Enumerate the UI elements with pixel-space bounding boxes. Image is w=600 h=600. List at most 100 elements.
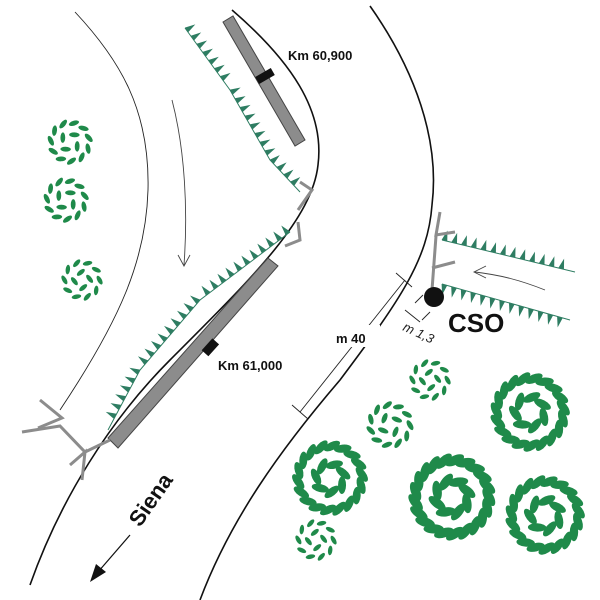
flow-arrow-left bbox=[171, 99, 187, 266]
hatch-tooth bbox=[201, 285, 211, 296]
bush-icon bbox=[43, 177, 89, 223]
cso-label: CSO bbox=[448, 308, 504, 338]
hatch-tooth bbox=[537, 311, 544, 323]
river-flow-arrowhead bbox=[90, 564, 106, 582]
cso-outlet-icon bbox=[424, 287, 444, 307]
hatch-tooth bbox=[499, 300, 505, 312]
hatch-tooth bbox=[557, 316, 563, 328]
hatch-tooth bbox=[460, 289, 467, 301]
bush-icon bbox=[408, 453, 496, 541]
hatch-tooth bbox=[217, 273, 227, 284]
hatch-line bbox=[441, 239, 576, 273]
hatch-tooth bbox=[129, 367, 141, 375]
hatch-tooth bbox=[273, 231, 283, 242]
hatch-tooth bbox=[508, 302, 515, 314]
km-marker-upper bbox=[255, 68, 275, 84]
hatch-tooth bbox=[528, 308, 534, 320]
hatch-tooth bbox=[441, 283, 448, 295]
groynes bbox=[21, 180, 456, 481]
bush-icon bbox=[366, 401, 414, 448]
bush-icon bbox=[490, 372, 570, 452]
bush-icon bbox=[409, 359, 451, 401]
hatch-tooth bbox=[244, 113, 256, 121]
river-flow-arrow bbox=[97, 534, 131, 573]
hatch-tooth bbox=[137, 356, 149, 365]
hatch-tooth bbox=[451, 232, 458, 244]
hatch-tooth bbox=[257, 243, 267, 254]
hatch-tooth bbox=[269, 155, 280, 164]
hatch-tooth bbox=[183, 303, 194, 312]
hatch-tooth bbox=[547, 313, 554, 325]
hatch-tooth bbox=[490, 242, 497, 253]
hatch-tooth bbox=[254, 130, 266, 139]
hatch-tooth bbox=[110, 403, 122, 411]
bush-icon bbox=[292, 440, 368, 516]
hatch-tooth bbox=[480, 294, 486, 306]
hatch-tooth bbox=[124, 376, 136, 384]
hatch-tooth bbox=[548, 256, 555, 267]
vegetation bbox=[43, 119, 585, 561]
hatch-tooth bbox=[558, 258, 565, 270]
hatch-tooth bbox=[259, 139, 271, 147]
flow-arrowhead-right bbox=[472, 265, 487, 279]
hatch-tooth bbox=[283, 169, 294, 179]
hatch-tooth bbox=[115, 394, 126, 402]
hatch-tooth bbox=[480, 239, 487, 251]
hatch-tooth bbox=[190, 32, 202, 41]
km-label-upper: Km 60,900 bbox=[288, 48, 352, 63]
bush-icon bbox=[295, 519, 337, 561]
hatch-tooth bbox=[144, 348, 155, 358]
hatch-tooth bbox=[239, 104, 251, 113]
bush-icon bbox=[505, 475, 585, 555]
hatch-tooth bbox=[519, 249, 526, 260]
hatch-tooth bbox=[163, 325, 175, 335]
hatch-tooth bbox=[157, 333, 168, 342]
hatch-tooth bbox=[509, 246, 516, 258]
hatch-tooth bbox=[190, 295, 201, 305]
hatch-tooth bbox=[202, 48, 213, 57]
hatch-tooth bbox=[518, 305, 525, 317]
hatch-tooth bbox=[234, 96, 246, 104]
hatch-tooth bbox=[264, 148, 276, 156]
hatch-tooth bbox=[538, 253, 545, 265]
hatch-tooth bbox=[470, 292, 477, 304]
bush-icon bbox=[61, 259, 103, 301]
right-river-bank bbox=[199, 5, 435, 600]
hatch-tooth bbox=[214, 64, 225, 73]
hatch-tooth bbox=[220, 72, 231, 81]
floodplain-edge bbox=[59, 11, 149, 411]
hatch-tooth bbox=[225, 267, 235, 278]
km-marker-lower bbox=[201, 338, 220, 357]
revetment-lower bbox=[107, 257, 279, 449]
bush-icon bbox=[47, 119, 93, 165]
hatch-tooth bbox=[451, 286, 457, 298]
hatch-tooth bbox=[499, 244, 506, 256]
hatch-tooth bbox=[249, 249, 259, 260]
flow-arrow-right bbox=[474, 271, 546, 291]
hatch-tooth bbox=[184, 24, 196, 33]
hatch-tooth bbox=[170, 318, 181, 327]
hatch-tooth bbox=[249, 122, 261, 130]
hatch-tooth bbox=[105, 411, 117, 419]
hatch-tooth bbox=[233, 261, 243, 272]
hatch-tooth bbox=[470, 237, 477, 249]
hatch-tooth bbox=[209, 279, 219, 290]
river-name-label: Siena bbox=[124, 468, 179, 531]
hatch-tooth bbox=[177, 310, 188, 320]
flow-arrowhead-left bbox=[177, 254, 191, 267]
hatch-line bbox=[441, 283, 571, 321]
embankment-hatching bbox=[105, 24, 576, 431]
hatch-tooth bbox=[276, 162, 287, 172]
hatch-tooth bbox=[529, 251, 535, 263]
hatch-tooth bbox=[265, 237, 275, 248]
hatch-tooth bbox=[461, 235, 467, 246]
hatch-tooth bbox=[489, 297, 496, 309]
hatch-tooth bbox=[150, 341, 162, 350]
hatch-tooth bbox=[241, 255, 251, 266]
km-label-lower: Km 61,000 bbox=[218, 358, 282, 373]
hatch-tooth bbox=[208, 56, 219, 65]
hatch-tooth bbox=[281, 225, 291, 236]
hatch-tooth bbox=[229, 87, 241, 95]
hatch-tooth bbox=[196, 40, 208, 49]
